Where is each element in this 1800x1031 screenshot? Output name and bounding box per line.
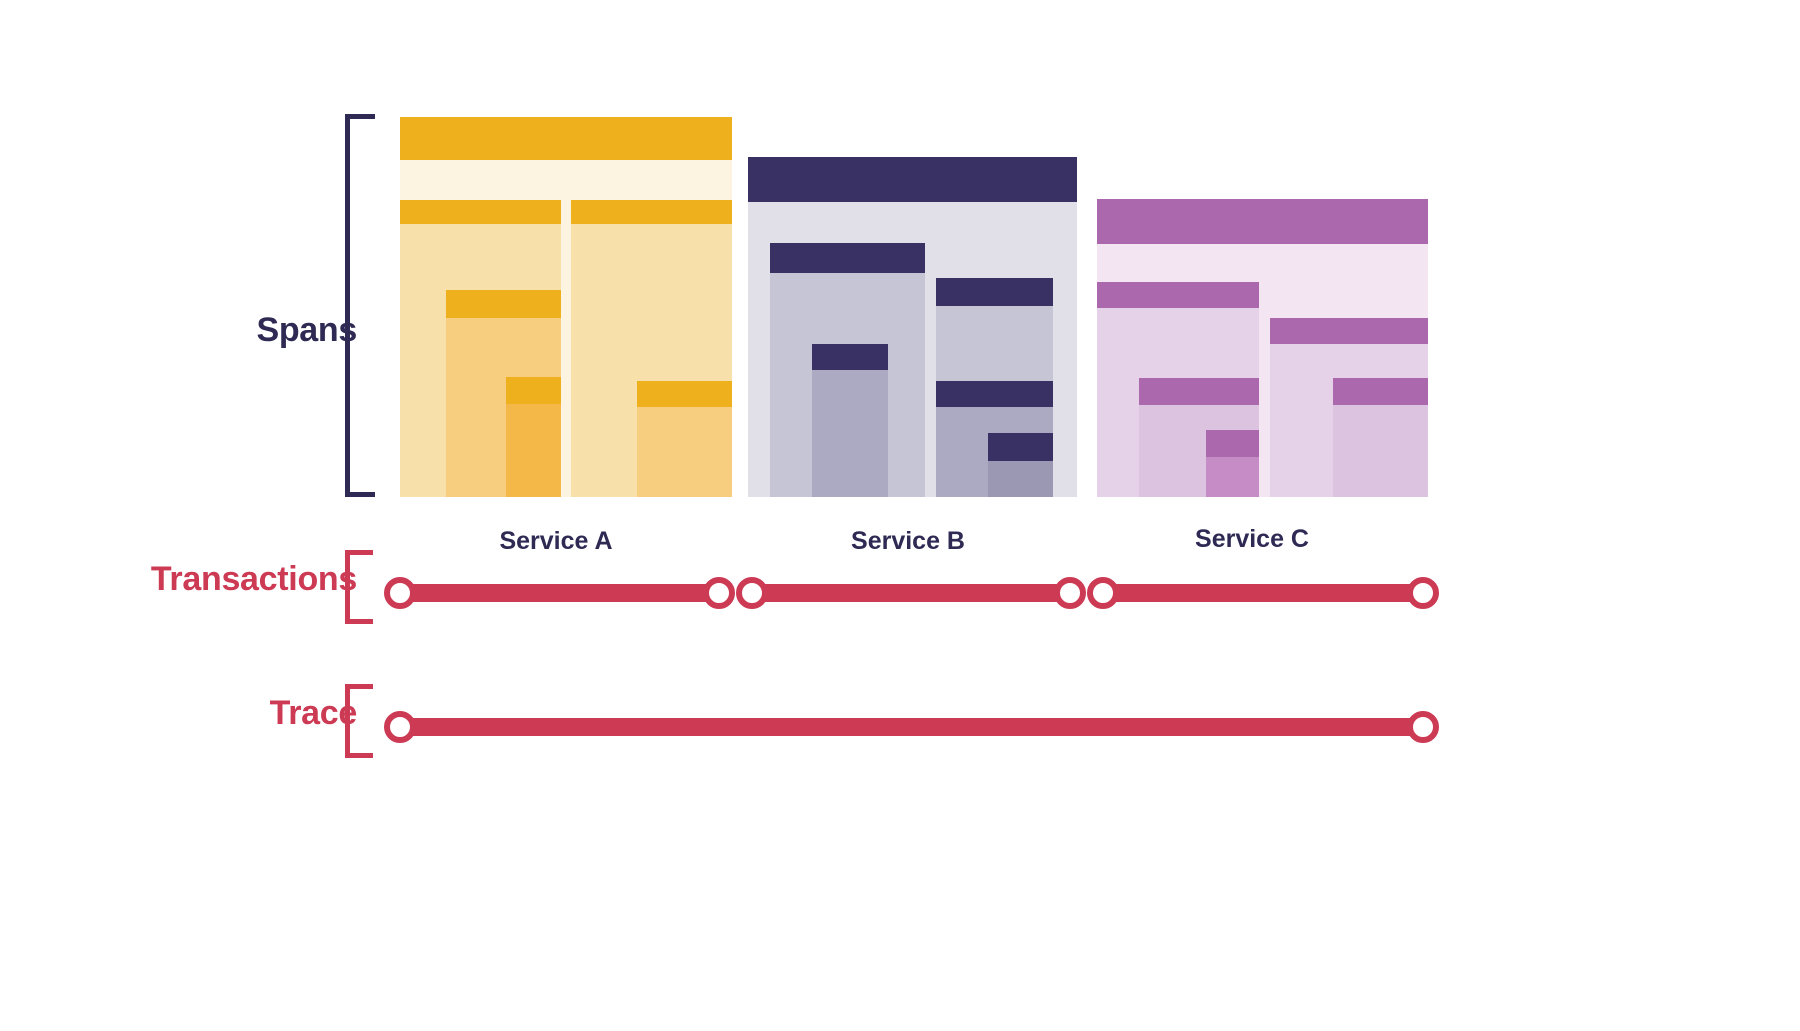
span-header-b-grandchild-1: [812, 344, 888, 370]
service-label-b: Service B: [851, 527, 965, 555]
transaction-service-a-endpoint-end[interactable]: [703, 577, 735, 609]
span-header-c-grandchild-1: [1139, 378, 1259, 405]
span-block-a-leaf-span-1[interactable]: [506, 377, 561, 497]
transaction-service-b[interactable]: [752, 584, 1070, 602]
span-header-c-grandchild-2: [1333, 378, 1428, 405]
transaction-service-b-endpoint-start[interactable]: [736, 577, 768, 609]
service-group-service-a: [400, 117, 732, 497]
span-block-c-leaf-span-1[interactable]: [1206, 430, 1259, 497]
span-header-c-root-span: [1097, 199, 1428, 244]
span-block-b-grandchild-1[interactable]: [812, 344, 888, 497]
trace-span[interactable]: [400, 718, 1423, 736]
span-block-b-leaf-span-1[interactable]: [988, 433, 1053, 497]
transaction-service-c[interactable]: [1103, 584, 1423, 602]
service-group-service-c: [1097, 199, 1428, 497]
trace-span-endpoint-end[interactable]: [1407, 711, 1439, 743]
transaction-service-a[interactable]: [400, 584, 719, 602]
row-label-trace: Trace: [269, 694, 358, 732]
span-header-a-grandchild-2: [637, 381, 732, 407]
service-group-service-b: [748, 157, 1077, 497]
transactions-bracket: [345, 550, 373, 624]
service-label-a: Service A: [499, 527, 613, 555]
transaction-service-c-endpoint-start[interactable]: [1087, 577, 1119, 609]
span-block-c-grandchild-2[interactable]: [1333, 378, 1428, 497]
span-header-c-leaf-span-1: [1206, 430, 1259, 457]
span-header-a-grandchild-1: [446, 290, 561, 318]
row-label-transactions: Transactions: [150, 560, 357, 598]
span-header-b-root-span: [748, 157, 1077, 202]
trace-span-endpoint-start[interactable]: [384, 711, 416, 743]
span-block-a-grandchild-2[interactable]: [637, 381, 732, 497]
span-header-b-child-span-2: [936, 278, 1053, 306]
span-header-a-leaf-span-1: [506, 377, 561, 404]
transaction-service-a-endpoint-start[interactable]: [384, 577, 416, 609]
service-label-c: Service C: [1195, 525, 1309, 553]
trace-bracket: [345, 684, 373, 758]
span-header-a-child-span-2: [571, 200, 732, 224]
span-header-c-child-span-2: [1270, 318, 1428, 344]
transaction-service-b-endpoint-end[interactable]: [1054, 577, 1086, 609]
span-header-b-grandchild-2: [936, 381, 1053, 407]
row-label-spans: Spans: [256, 311, 357, 349]
span-header-a-root-span: [400, 117, 732, 160]
span-header-a-child-span-1: [400, 200, 561, 224]
span-header-b-leaf-span-1: [988, 433, 1053, 461]
spans-bracket: [345, 114, 375, 497]
transaction-service-c-endpoint-end[interactable]: [1407, 577, 1439, 609]
span-header-c-child-span-1: [1097, 282, 1259, 308]
span-header-b-child-span-1: [770, 243, 925, 273]
